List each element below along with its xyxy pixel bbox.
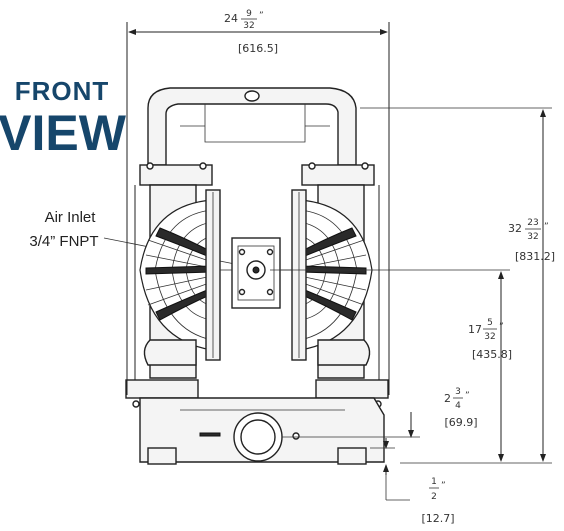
bottom-left-flange xyxy=(125,379,199,399)
svg-text:[831.2]: [831.2] xyxy=(515,250,555,263)
svg-text:2: 2 xyxy=(431,492,437,502)
svg-text:”: ” xyxy=(259,11,264,21)
svg-text:24: 24 xyxy=(224,12,238,25)
svg-text:32: 32 xyxy=(484,332,495,342)
view-title: FRONT VIEW xyxy=(0,76,127,161)
height-dimension: 32 23 32 ” [831.2] xyxy=(508,218,555,263)
dimension-lines xyxy=(126,22,552,501)
svg-text:[69.9]: [69.9] xyxy=(444,416,477,429)
left-foot xyxy=(147,447,177,465)
svg-text:32: 32 xyxy=(527,232,538,242)
svg-text:9: 9 xyxy=(246,9,252,19)
callout-line-2: 3/4” FNPT xyxy=(29,233,98,250)
svg-text:4: 4 xyxy=(455,401,461,411)
air-inlet-callout: Air Inlet 3/4” FNPT xyxy=(29,209,256,269)
svg-text:[12.7]: [12.7] xyxy=(421,512,454,525)
svg-text:”: ” xyxy=(465,391,470,401)
base-height-dimension: 2 3 4 ” [69.9] xyxy=(444,387,478,429)
width-dimension: 24 9 32 ” [616.5] xyxy=(224,9,278,55)
callout-line-1: Air Inlet xyxy=(45,209,97,226)
top-port xyxy=(244,90,260,102)
svg-text:32: 32 xyxy=(508,222,522,235)
title-front: FRONT xyxy=(15,76,110,106)
svg-text:”: ” xyxy=(441,481,446,491)
svg-text:2: 2 xyxy=(444,392,451,405)
bottom-right-flange xyxy=(315,379,389,399)
title-view: VIEW xyxy=(0,105,127,161)
foot-dimension: 1 2 ” [12.7] xyxy=(421,477,454,525)
svg-text:1: 1 xyxy=(431,477,437,487)
svg-text:”: ” xyxy=(544,222,549,232)
svg-text:23: 23 xyxy=(527,218,538,228)
svg-text:17: 17 xyxy=(468,323,482,336)
svg-text:”: ” xyxy=(499,322,504,332)
svg-text:32: 32 xyxy=(243,21,254,31)
svg-text:[616.5]: [616.5] xyxy=(238,42,278,55)
svg-text:5: 5 xyxy=(487,318,493,328)
inlet-height-dimension: 17 5 32 ” [435.8] xyxy=(468,318,512,361)
pump-body xyxy=(125,87,389,465)
right-foot xyxy=(337,447,367,465)
svg-text:3: 3 xyxy=(455,387,461,397)
svg-text:[435.8]: [435.8] xyxy=(472,348,512,361)
